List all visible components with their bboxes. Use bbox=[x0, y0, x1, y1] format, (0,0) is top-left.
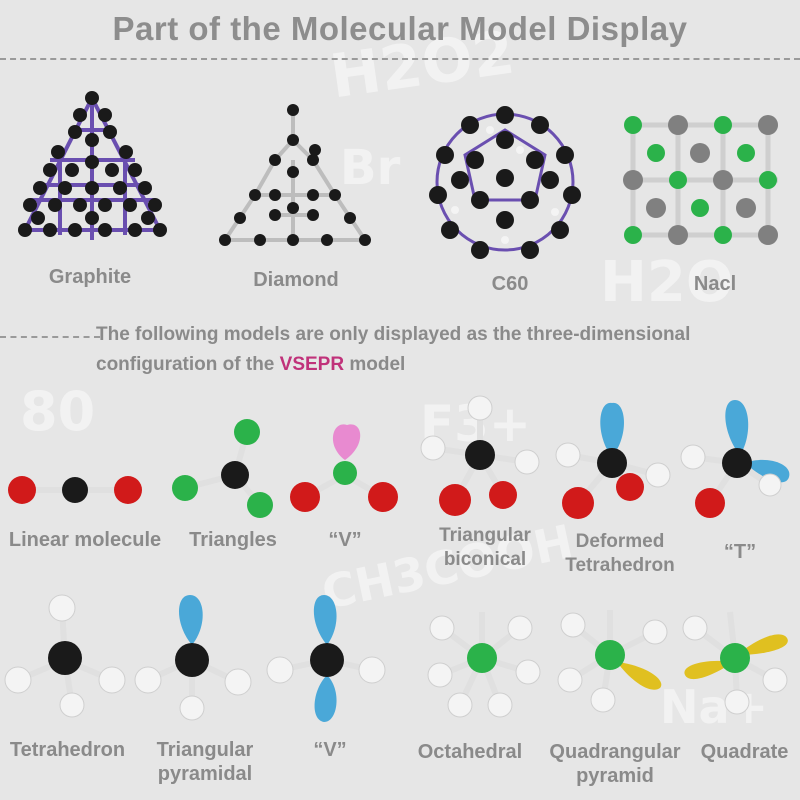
triangles-model bbox=[172, 419, 273, 518]
label-line: Tetrahedron bbox=[565, 555, 675, 576]
deformed-tetrahedron-model bbox=[555, 402, 671, 519]
vsepr-label-tetrahedron: Tetrahedron bbox=[9, 739, 126, 761]
graphite-model bbox=[18, 91, 167, 240]
vsepr-label-quadrangular-pyramid: Quadrangular pyramid bbox=[545, 740, 685, 788]
c60-model bbox=[429, 106, 581, 259]
crystal-label-nacl: Nacl bbox=[693, 273, 737, 295]
label-line: pyramid bbox=[576, 765, 654, 787]
label-line: Triangular bbox=[156, 739, 254, 761]
label-line: pyramidal bbox=[157, 763, 253, 785]
quadrate-model bbox=[682, 611, 788, 715]
label-line: Quadrangular bbox=[549, 741, 681, 763]
nacl-model bbox=[623, 115, 778, 245]
section-divider bbox=[0, 336, 100, 338]
title-divider bbox=[0, 58, 800, 60]
triangular-pyramidal-model bbox=[134, 595, 252, 721]
vsepr-label-triangles: Triangles bbox=[189, 529, 277, 551]
vsepr-label-deformed-tetrahedron: Deformed Tetrahedron bbox=[555, 530, 685, 578]
page-title: Part of the Molecular Model Display bbox=[112, 10, 688, 47]
vsepr-note-line2: configuration of the VSEPR model bbox=[96, 354, 405, 376]
triangular-biconical-model bbox=[420, 395, 540, 516]
linear-molecule-model bbox=[8, 476, 142, 504]
quadrangular-pyramid-model bbox=[557, 610, 668, 713]
vsepr-label-linear: Linear molecule bbox=[8, 529, 162, 551]
crystal-label-graphite: Graphite bbox=[48, 266, 132, 288]
vsepr-note-line1: The following models are only displayed … bbox=[96, 324, 691, 345]
label-line: biconical bbox=[443, 549, 527, 570]
vsepr-label-v1: “V” bbox=[328, 529, 362, 551]
tetrahedron-model bbox=[4, 594, 126, 718]
vsepr-label-quadrate: Quadrate bbox=[700, 741, 789, 763]
vsepr-highlight: VSEPR bbox=[279, 354, 345, 375]
label-line: Triangular bbox=[439, 525, 531, 546]
v-shape-model-2 bbox=[266, 595, 386, 722]
crystal-label-c60: C60 bbox=[491, 273, 529, 295]
background-doodle: 80 bbox=[20, 380, 96, 443]
v-shape-model bbox=[290, 424, 398, 512]
crystal-label-diamond: Diamond bbox=[253, 269, 339, 291]
vsepr-note-prefix: configuration of the bbox=[96, 354, 280, 375]
vsepr-label-triangular-pyramidal: Triangular pyramidal bbox=[140, 738, 270, 786]
diamond-model bbox=[219, 104, 371, 246]
vsepr-note-suffix: model bbox=[344, 354, 406, 375]
vsepr-label-triangular-biconical: Triangular biconical bbox=[420, 524, 550, 572]
label-line: Deformed bbox=[575, 531, 665, 552]
vsepr-label-t: “T” bbox=[723, 541, 757, 563]
octahedral-model bbox=[427, 612, 541, 718]
vsepr-label-octahedral: Octahedral bbox=[417, 741, 523, 763]
t-shape-model bbox=[680, 400, 790, 518]
vsepr-label-v2: “V” bbox=[313, 739, 347, 761]
